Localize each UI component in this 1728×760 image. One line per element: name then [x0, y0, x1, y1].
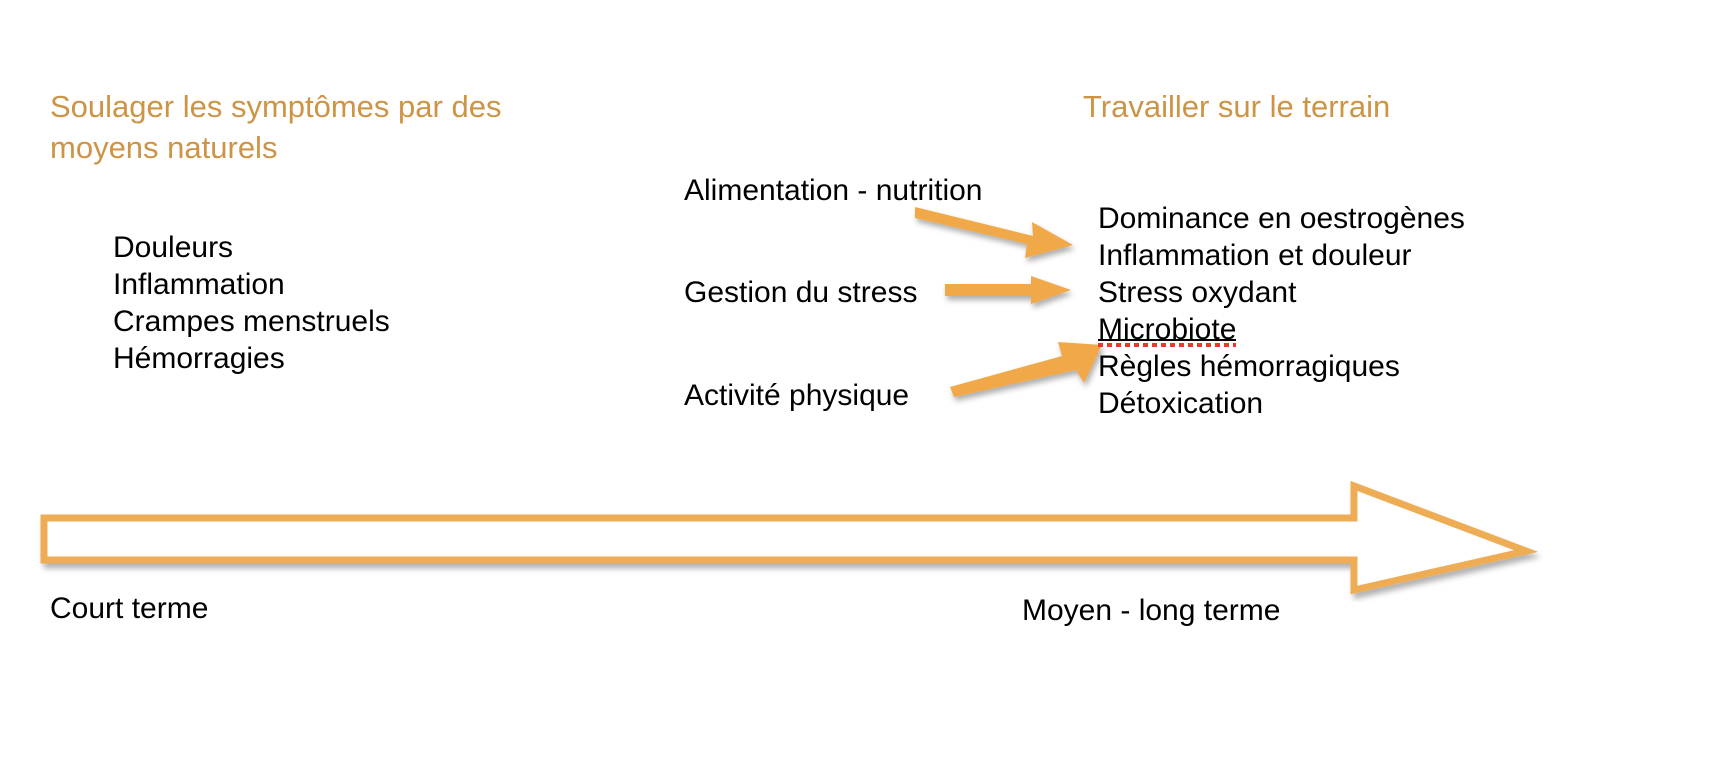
lever-item-stress: Gestion du stress [684, 276, 918, 309]
list-item: Inflammation [113, 268, 285, 301]
list-item: Crampes menstruels [113, 305, 390, 338]
lever-item-nutrition: Alimentation - nutrition [684, 174, 983, 207]
misspelled-word: Microbiote [1098, 311, 1237, 348]
outcome-list: Dominance en oestrogènes Inflammation et… [1098, 200, 1465, 422]
timeline-end-label: Moyen - long terme [1022, 594, 1281, 627]
list-item: Règles hémorragiques [1098, 350, 1400, 383]
misspelled-word-text: Microbiote [1098, 313, 1237, 346]
list-item: Douleurs [113, 231, 234, 264]
solid-underline [1098, 339, 1237, 341]
list-item: Hémorragies [113, 342, 285, 375]
symptom-list: Douleurs Inflammation Crampes menstruels… [113, 229, 390, 377]
list-item: Détoxication [1098, 387, 1264, 420]
spellcheck-underline-icon [1098, 343, 1237, 347]
heading-left: Soulager les symptômes par des moyens na… [50, 89, 502, 165]
arrow-right-icon [945, 276, 1071, 304]
long-arrow-right-icon [40, 480, 1539, 595]
list-item: Stress oxydant [1098, 276, 1297, 309]
timeline-start-label: Court terme [50, 592, 209, 625]
arrow-right-icon [915, 207, 1073, 258]
heading-right: Travailler sur le terrain [1083, 89, 1391, 124]
list-item: Dominance en oestrogènes [1098, 202, 1465, 235]
lever-item-activity: Activité physique [684, 379, 910, 412]
arrow-right-icon [950, 342, 1102, 397]
list-item: Inflammation et douleur [1098, 239, 1412, 272]
list-item-misspelled: Microbiote [1098, 311, 1465, 348]
